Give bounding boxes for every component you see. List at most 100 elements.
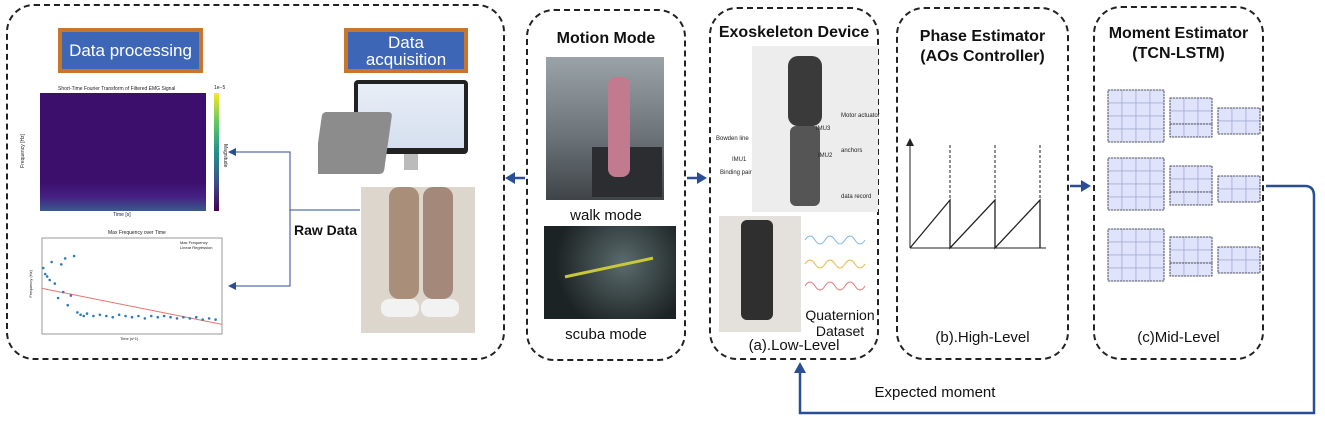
- scatter-point: [66, 303, 70, 307]
- scatter-point: [63, 257, 67, 260]
- label-bowden-line: Bowden line: [716, 136, 749, 142]
- spectrogram-ylabel: Frequency [Hz]: [20, 134, 26, 168]
- scatter-point: [85, 312, 89, 315]
- motion-mode-panel: [526, 9, 686, 361]
- mid-level-caption: (c)Mid-Level: [1137, 329, 1220, 346]
- exoskeleton-photo: [752, 46, 878, 212]
- scatter-point: [137, 314, 140, 318]
- leg-right: [423, 187, 453, 299]
- scatter-point: [149, 314, 153, 318]
- data-processing-panel: [6, 4, 505, 360]
- exo-leg: [741, 220, 773, 320]
- spectrogram-area: [40, 93, 206, 211]
- exoskeleton-title: Exoskeleton Device: [718, 24, 870, 41]
- walk-mode-photo: [546, 57, 664, 200]
- phase-estimator-title: Phase Estimator (AOs Controller): [919, 28, 1046, 65]
- scatter-point: [201, 318, 205, 321]
- raw-data-label: Raw Data: [294, 222, 358, 238]
- spectrogram-plot: Short-Time Fourier Transform of Filtered…: [18, 84, 238, 219]
- walk-mode-caption: walk mode: [570, 207, 642, 224]
- scatter-point: [92, 314, 95, 318]
- scatter-point: [45, 275, 49, 278]
- label-anchors: anchors: [841, 148, 863, 154]
- spectrogram-colorbar: [214, 93, 219, 211]
- scatter-point: [50, 260, 53, 264]
- arrowhead-motion-to-exo: [697, 172, 707, 184]
- scatter-point: [162, 314, 166, 318]
- monitor-stand: [404, 154, 418, 170]
- scatter-point: [130, 315, 134, 319]
- scatter-point: [175, 317, 179, 320]
- label-imu2: IMU2: [818, 153, 833, 159]
- scatter-point: [79, 313, 82, 317]
- colorbar-label: Magnitude: [222, 144, 228, 168]
- scatter-xlabel: Time (s*1): [120, 336, 139, 341]
- scatter-ylabel: Frequency (Hz): [28, 270, 33, 298]
- scatter-point: [43, 272, 47, 276]
- scatter-point: [69, 294, 73, 297]
- scuba-mode-caption: scuba mode: [565, 326, 647, 343]
- leg-exo-photo: [719, 216, 801, 332]
- wearer-body: [788, 56, 822, 126]
- shoe-right: [421, 299, 459, 317]
- scatter-legend-1: Max Frequency: [180, 240, 208, 245]
- leg-sensor-photo: [361, 187, 475, 333]
- acquisition-box: [318, 112, 393, 174]
- scatter-point: [156, 315, 160, 319]
- walker-figure: [608, 77, 630, 177]
- scatter-point: [72, 254, 76, 258]
- regression-line: [41, 287, 223, 325]
- scatter-point: [82, 314, 86, 318]
- arrowhead-feedback: [794, 362, 806, 373]
- leg-left: [389, 187, 419, 299]
- data-processing-box: Data processing: [58, 28, 203, 73]
- scatter-legend-2: Linear Regression: [180, 245, 213, 250]
- scatter-point: [117, 313, 121, 317]
- scuba-mode-photo: [544, 226, 676, 319]
- scatter-point: [61, 290, 65, 294]
- label-imu3: IMU3: [816, 126, 831, 132]
- high-level-caption: (b).High-Level: [935, 329, 1030, 346]
- data-acquisition-box: Data acquisition: [344, 28, 468, 73]
- arrowhead-motion-to-processing: [505, 172, 515, 184]
- scatter-point: [207, 317, 211, 320]
- scatter-svg: [41, 237, 223, 335]
- scatter-point: [214, 318, 217, 321]
- scatter-point: [169, 315, 172, 319]
- expected-moment-label: Expected moment: [874, 384, 996, 401]
- scatter-point: [59, 263, 63, 266]
- scatter-point: [143, 317, 147, 320]
- label-motor-actuator: Motor actuator: [841, 113, 880, 119]
- scatter-point: [48, 278, 52, 282]
- scatter-title: Max Frequency over Time: [108, 230, 166, 236]
- scatter-point: [194, 315, 198, 319]
- label-binding-pair: Binding pair: [720, 170, 752, 176]
- spectrogram-title: Short-Time Fourier Transform of Filtered…: [58, 86, 176, 92]
- wearer-legs: [790, 126, 820, 206]
- arrowhead-phase-to-moment: [1081, 180, 1091, 192]
- scatter-frame: [41, 237, 223, 335]
- scatter-point: [182, 315, 185, 319]
- max-frequency-plot: Max Frequency over Time Max Frequency Li…: [28, 230, 228, 345]
- shoe-left: [381, 299, 419, 317]
- spectrogram-xlabel: Time [s]: [113, 212, 131, 218]
- moment-estimator-title: Moment Estimator (TCN-LSTM): [1108, 25, 1249, 62]
- scatter-point: [124, 314, 127, 318]
- scatter-point: [111, 315, 115, 319]
- scuba-cable: [564, 256, 654, 279]
- scatter-point: [98, 313, 102, 317]
- acquisition-device-image: [318, 78, 478, 186]
- scatter-point: [56, 296, 60, 300]
- scatter-point: [104, 314, 108, 318]
- colorbar-exponent: 1e−5: [214, 85, 226, 91]
- scatter-point: [76, 311, 79, 314]
- low-level-caption: (a).Low-Level: [748, 337, 840, 354]
- scatter-point: [41, 266, 45, 270]
- scatter-point: [53, 282, 57, 285]
- quaternion-caption: Quaternion Dataset: [805, 307, 875, 339]
- label-data-record: data record: [841, 194, 872, 200]
- scatter-point: [188, 317, 192, 320]
- motion-mode-title: Motion Mode: [556, 30, 656, 47]
- exoskeleton-panel: [709, 7, 879, 360]
- label-imu1: IMU1: [732, 157, 747, 163]
